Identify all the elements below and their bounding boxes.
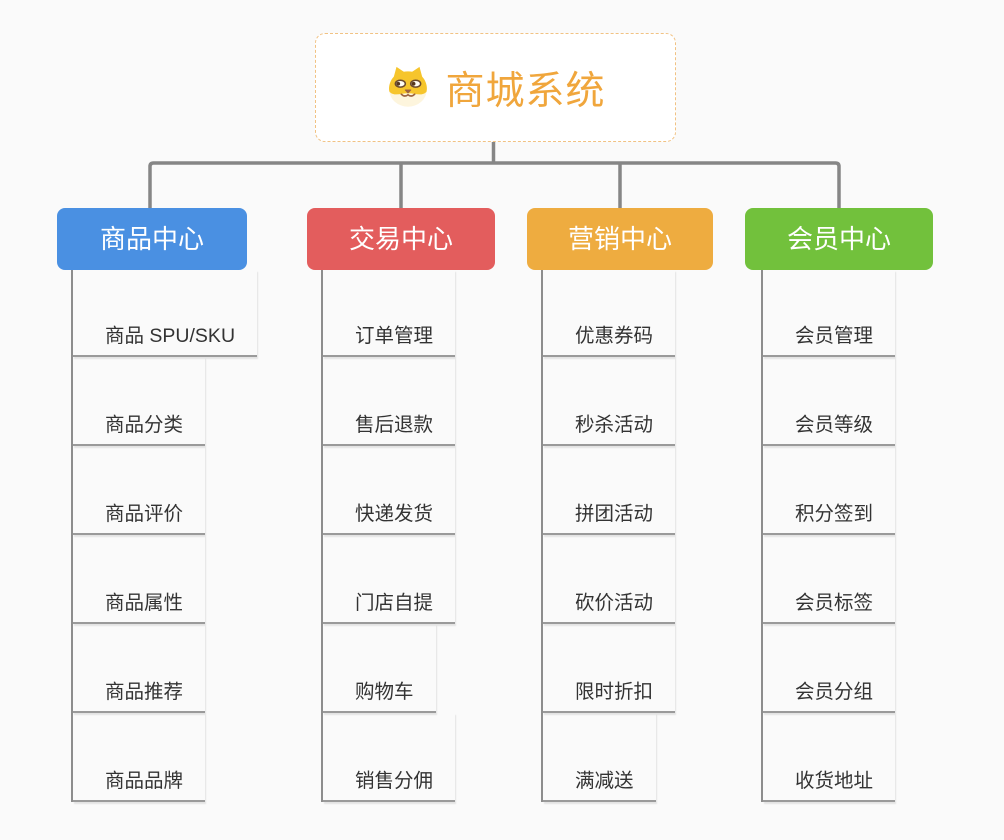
node-express-delivery[interactable]: 快递发货: [323, 446, 456, 535]
node-order-management[interactable]: 订单管理: [323, 270, 456, 357]
node-sales-commission[interactable]: 销售分佣: [323, 713, 456, 802]
branch-product-center[interactable]: 商品中心: [57, 208, 247, 270]
node-member-level[interactable]: 会员等级: [763, 357, 896, 446]
shiba-dog-icon: [389, 66, 428, 107]
node-full-reduction[interactable]: 满减送: [543, 713, 656, 802]
branch-children-product: 商品 SPU/SKU 商品分类 商品评价 商品属性 商品推荐 商品品牌: [71, 270, 258, 802]
node-coupon-code[interactable]: 优惠券码: [543, 270, 676, 357]
node-shipping-address[interactable]: 收货地址: [763, 713, 896, 802]
node-product-attribute[interactable]: 商品属性: [73, 535, 206, 624]
node-bargain-activity[interactable]: 砍价活动: [543, 535, 676, 624]
node-limited-time-discount[interactable]: 限时折扣: [543, 624, 676, 713]
branch-children-member: 会员管理 会员等级 积分签到 会员标签 会员分组 收货地址: [761, 270, 896, 802]
branch-label: 会员中心: [786, 224, 891, 254]
branch-label: 交易中心: [348, 224, 453, 254]
node-member-tag[interactable]: 会员标签: [763, 535, 896, 624]
branch-marketing-center[interactable]: 营销中心: [527, 208, 713, 270]
branch-children-trade: 订单管理 售后退款 快递发货 门店自提 购物车 销售分佣: [321, 270, 456, 802]
node-flash-sale[interactable]: 秒杀活动: [543, 357, 676, 446]
node-points-checkin[interactable]: 积分签到: [763, 446, 896, 535]
root-title: 商城系统: [445, 69, 606, 113]
node-store-pickup[interactable]: 门店自提: [323, 535, 456, 624]
node-shopping-cart[interactable]: 购物车: [323, 624, 436, 713]
root-node[interactable]: 商城系统: [315, 33, 676, 142]
node-product-review[interactable]: 商品评价: [73, 446, 206, 535]
node-product-spu-sku[interactable]: 商品 SPU/SKU: [73, 270, 258, 357]
branch-trade-center[interactable]: 交易中心: [307, 208, 495, 270]
branch-label: 营销中心: [567, 224, 672, 254]
branch-member-center[interactable]: 会员中心: [745, 208, 933, 270]
node-member-management[interactable]: 会员管理: [763, 270, 896, 357]
node-member-group[interactable]: 会员分组: [763, 624, 896, 713]
node-product-recommend[interactable]: 商品推荐: [73, 624, 206, 713]
node-product-category[interactable]: 商品分类: [73, 357, 206, 446]
branch-children-marketing: 优惠券码 秒杀活动 拼团活动 砍价活动 限时折扣 满减送: [541, 270, 676, 802]
node-group-buy[interactable]: 拼团活动: [543, 446, 676, 535]
node-after-sale-refund[interactable]: 售后退款: [323, 357, 456, 446]
node-product-brand[interactable]: 商品品牌: [73, 713, 206, 802]
branch-label: 商品中心: [99, 224, 204, 254]
